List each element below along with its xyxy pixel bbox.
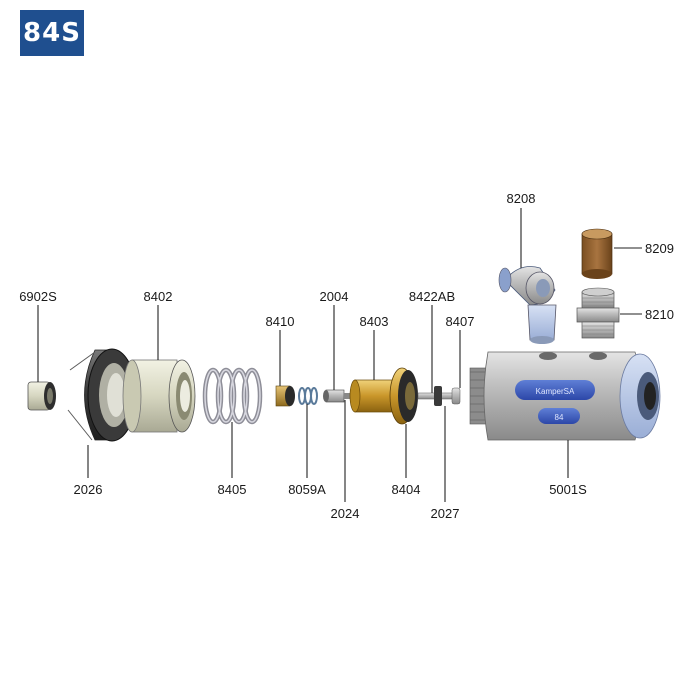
part-8209 (581, 228, 613, 279)
part-8405 (202, 367, 263, 425)
label-8403: 8403 (360, 314, 389, 329)
part-8410 (275, 385, 295, 407)
body-brand-text: KamperSA (536, 387, 575, 396)
part-8403 (349, 379, 396, 413)
brand-badge: 84S (20, 10, 84, 56)
label-8422AB: 8422AB (409, 289, 455, 304)
part-8210 (576, 287, 620, 339)
part-labels: 6902S 2026 8402 8405 8410 8059A 2004 202… (19, 191, 674, 521)
label-8402: 8402 (144, 289, 173, 304)
body-mark-text: 84 (555, 413, 564, 422)
label-8059A: 8059A (288, 482, 326, 497)
label-8410: 8410 (266, 314, 295, 329)
label-2004: 2004 (320, 289, 349, 304)
part-2026 (67, 348, 137, 442)
part-8208 (498, 266, 557, 344)
label-8209: 8209 (645, 241, 674, 256)
part-8059A (298, 387, 318, 405)
label-8208: 8208 (507, 191, 536, 206)
part-2004-2024 (323, 389, 354, 403)
part-8404 (389, 367, 418, 425)
label-8404: 8404 (392, 482, 421, 497)
label-6902S: 6902S (19, 289, 57, 304)
label-2027: 2027 (431, 506, 460, 521)
label-8407: 8407 (446, 314, 475, 329)
label-8210: 8210 (645, 307, 674, 322)
label-2024: 2024 (331, 506, 360, 521)
part-6902S (27, 381, 56, 411)
label-8405: 8405 (218, 482, 247, 497)
part-rod-8422AB (417, 386, 461, 406)
part-8402 (122, 359, 196, 433)
label-2026: 2026 (74, 482, 103, 497)
part-5001S: KamperSA 84 (469, 351, 661, 441)
label-5001S: 5001S (549, 482, 587, 497)
leader-lines (37, 208, 642, 502)
